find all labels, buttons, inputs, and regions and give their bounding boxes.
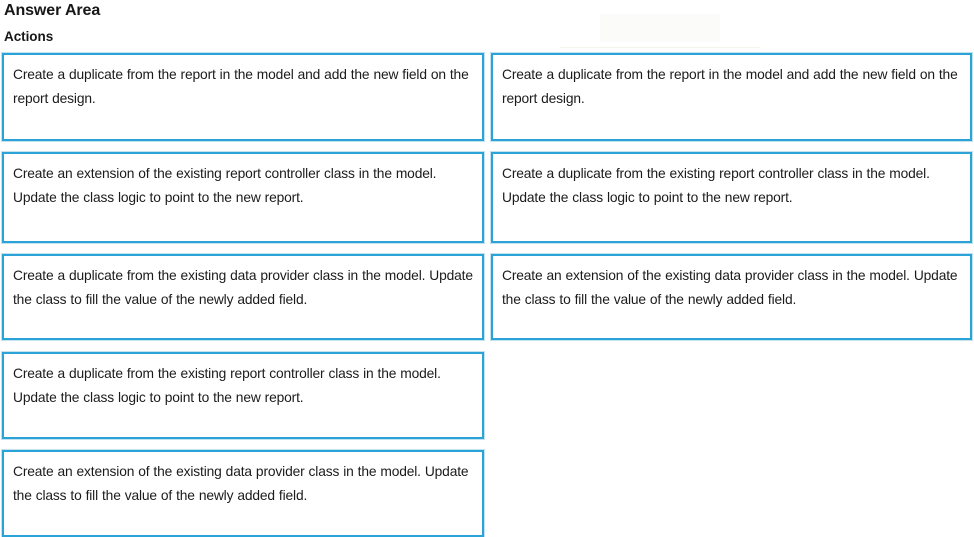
action-item-text: Create a duplicate from the report in th… (13, 67, 469, 106)
action-item-text: Create an extension of the existing data… (13, 464, 469, 503)
action-item-text: Create a duplicate from the report in th… (502, 67, 958, 106)
section-heading-actions: Actions (4, 29, 54, 44)
watermark-smudge (600, 14, 720, 42)
action-item-right-2[interactable]: Create a duplicate from the existing rep… (491, 152, 972, 243)
page-title: Answer Area (4, 2, 101, 19)
action-item-right-3[interactable]: Create an extension of the existing data… (491, 254, 972, 340)
action-item-text: Create an extension of the existing repo… (13, 166, 437, 205)
action-item-text: Create a duplicate from the existing rep… (13, 366, 441, 405)
action-item-text: Create an extension of the existing data… (502, 268, 958, 307)
action-item-left-1[interactable]: Create a duplicate from the report in th… (2, 53, 484, 141)
action-item-right-1[interactable]: Create a duplicate from the report in th… (491, 53, 972, 141)
action-item-left-5[interactable]: Create an extension of the existing data… (2, 450, 484, 537)
action-item-text: Create a duplicate from the existing dat… (13, 268, 473, 307)
action-item-left-2[interactable]: Create an extension of the existing repo… (2, 152, 484, 243)
watermark-rule (560, 47, 760, 48)
action-item-left-3[interactable]: Create a duplicate from the existing dat… (2, 254, 484, 340)
action-item-text: Create a duplicate from the existing rep… (502, 166, 930, 205)
action-item-left-4[interactable]: Create a duplicate from the existing rep… (2, 352, 484, 439)
